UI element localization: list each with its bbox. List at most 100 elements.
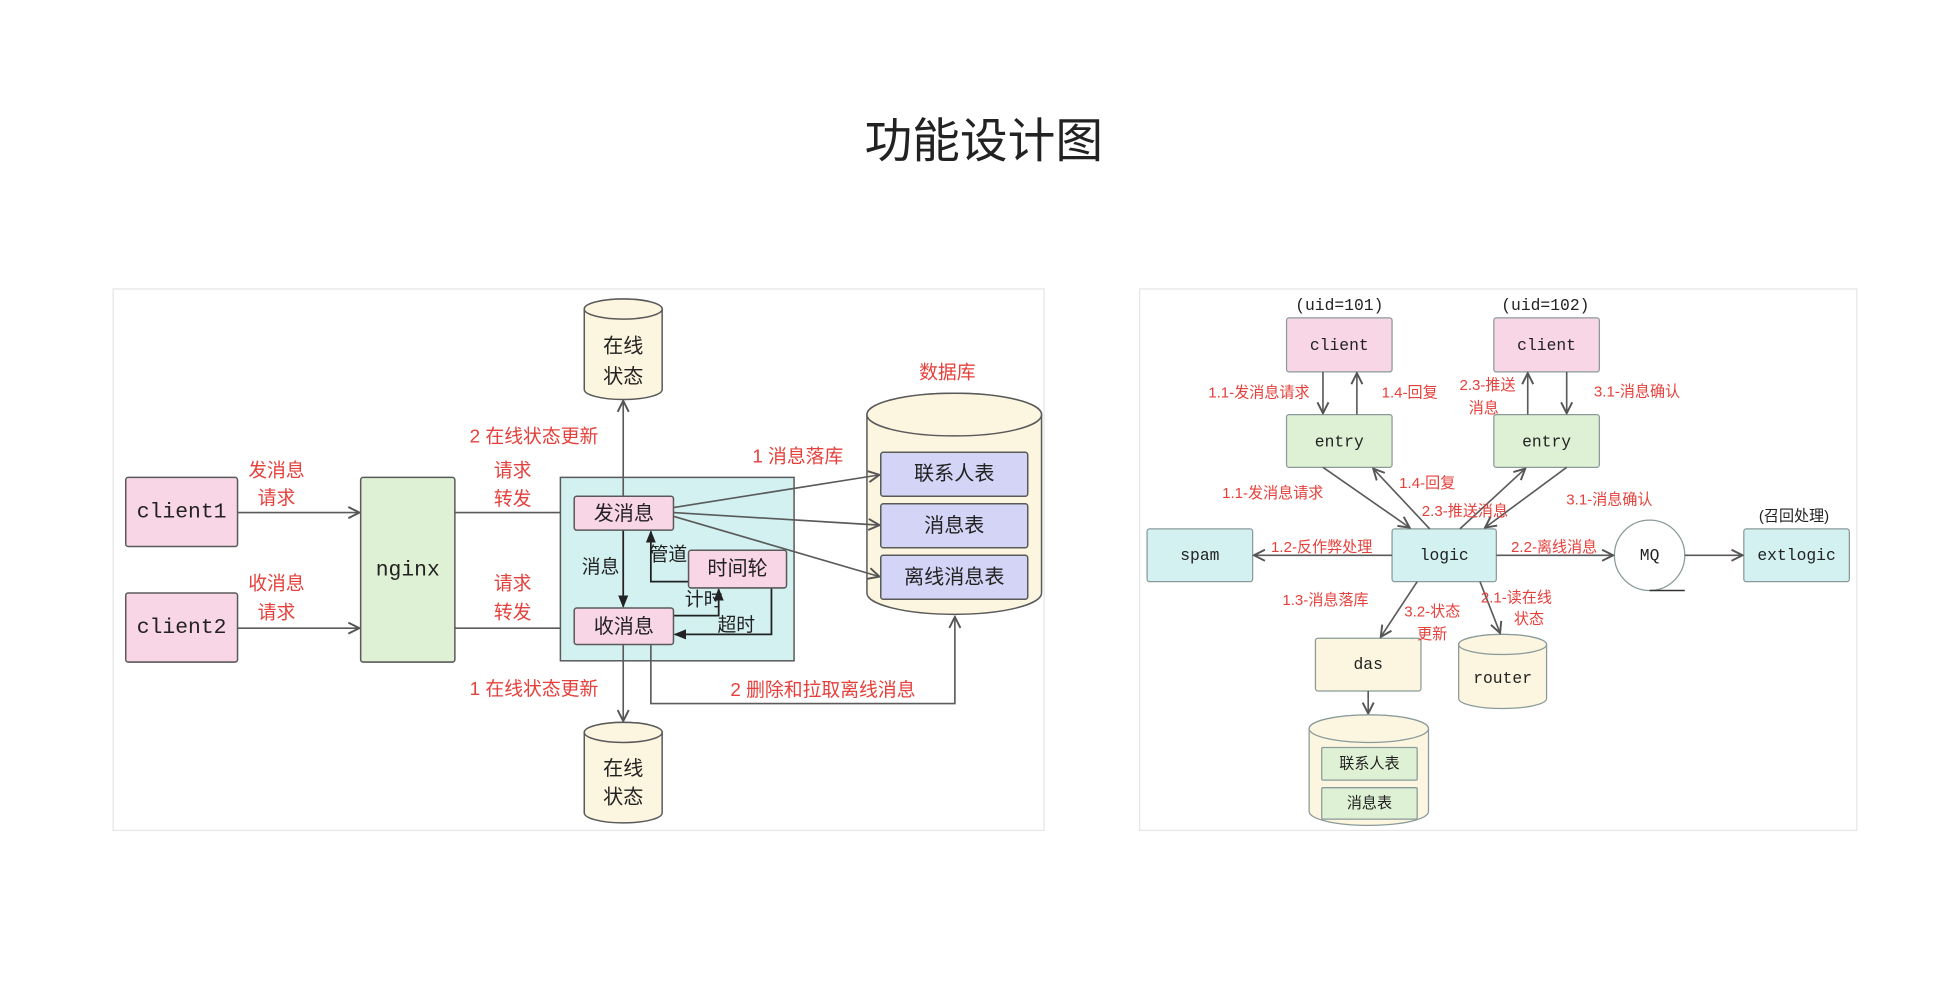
entry-102-box — [1493, 413, 1600, 468]
client-101-label: client — [1310, 336, 1369, 355]
das-label: das — [1353, 655, 1382, 674]
read-online-label-line2: 状态 — [1514, 611, 1544, 628]
uid-102-label: (uid=102) — [1501, 296, 1589, 315]
database-lid — [866, 392, 1043, 437]
entry2-push-label: 2.3-推送消息 — [1422, 503, 1508, 520]
timeout-arrow — [673, 587, 773, 640]
forward-top-label-line2: 转发 — [494, 488, 532, 509]
nginx-node: nginx — [359, 476, 456, 663]
online-update-step1-label: 1 在线状态更新 — [470, 678, 599, 699]
entry-101-label: entry — [1315, 433, 1364, 452]
entry-101-box — [1285, 413, 1393, 468]
send-to-contacts-arrow — [673, 475, 879, 509]
right-messages-table-label: 消息表 — [1347, 795, 1392, 812]
persist-label: 1 消息落库 — [752, 446, 843, 467]
router-lid — [1458, 633, 1548, 656]
status-update-label-line2: 更新 — [1417, 626, 1447, 643]
entry1-request-label: 1.1-发消息请求 — [1222, 485, 1323, 502]
client1-request-label: 1.1-发消息请求 — [1208, 385, 1309, 402]
to-mq-label: 2.2-离线消息 — [1511, 539, 1597, 556]
mq-node: MQ — [1613, 519, 1686, 592]
client-102-box — [1493, 317, 1600, 373]
client1-reply-label: 1.4-回复 — [1382, 384, 1438, 402]
logic-to-entry101-arrow — [1373, 469, 1431, 530]
client2-push-label-line2: 消息 — [1469, 400, 1499, 417]
message-link-label: 消息 — [582, 556, 620, 577]
client-102-node: client — [1493, 317, 1600, 373]
right-contacts-table-box — [1321, 746, 1418, 781]
client2-label: client2 — [137, 616, 227, 640]
receive-request-label-line1: 收消息 — [248, 572, 305, 593]
messages-table-label: 消息表 — [924, 514, 984, 537]
receive-request-label-line2: 请求 — [258, 601, 296, 622]
right-db-lid — [1308, 714, 1430, 744]
spam-node: spam — [1146, 528, 1254, 583]
right-messages-table-box — [1321, 787, 1418, 820]
forward-top-label-line1: 请求 — [494, 459, 532, 480]
online-status-store-bottom: 在线 状态 — [583, 721, 663, 824]
entry1-reply-label: 1.4-回复 — [1399, 474, 1455, 492]
send-message-label: 发消息 — [594, 502, 654, 525]
send-message-node: 发消息 — [573, 495, 675, 531]
logic-node: logic — [1391, 528, 1497, 583]
logic-to-router-arrow — [1479, 581, 1500, 634]
mq-label: MQ — [1640, 546, 1660, 565]
nginx-box — [359, 476, 456, 663]
client2-push-label-line1: 2.3-推送 — [1459, 377, 1515, 394]
client-101-node: client — [1285, 317, 1393, 373]
page-title: 功能设计图 — [864, 115, 1103, 168]
time-wheel-label: 时间轮 — [707, 557, 767, 580]
timing-arrow — [673, 587, 724, 617]
read-online-label-line1: 2.1-读在线 — [1481, 589, 1552, 606]
entry2-ack-label: 3.1-消息确认 — [1566, 492, 1652, 509]
send-request-label-line1: 发消息 — [248, 459, 305, 480]
entry-102-node: entry — [1493, 413, 1600, 468]
entry102-to-logic-arrow — [1485, 466, 1568, 527]
client-101-box — [1285, 317, 1393, 373]
client2-node: client2 — [124, 592, 239, 663]
client-102-label: client — [1517, 336, 1576, 355]
entry101-to-logic-arrow — [1322, 466, 1410, 527]
online-update-step2-label: 2 在线状态更新 — [470, 425, 599, 446]
to-das-label: 1.3-消息落库 — [1282, 592, 1368, 609]
online-status-bottom-line2: 状态 — [603, 786, 643, 809]
online-status-bottom-line1: 在线 — [603, 757, 643, 780]
router-label: router — [1473, 669, 1532, 688]
extlogic-label: extlogic — [1757, 546, 1835, 565]
recall-label: (召回处理) — [1759, 508, 1829, 525]
offline-messages-table-label: 离线消息表 — [904, 565, 1004, 588]
send-to-offline-arrow — [673, 515, 879, 576]
offline-label: 2 删除和拉取离线消息 — [730, 679, 915, 700]
online-status-store-top: 在线 状态 — [583, 298, 663, 401]
online-status-top-line2: 状态 — [603, 365, 643, 388]
spam-label: spam — [1180, 546, 1219, 565]
time-wheel-node: 时间轮 — [687, 549, 788, 589]
client1-node: client1 — [124, 476, 239, 548]
forward-bottom-label-line1: 请求 — [494, 572, 532, 593]
time-wheel-box — [687, 549, 788, 589]
das-node: das — [1314, 637, 1422, 692]
timeout-label: 超时 — [717, 614, 755, 635]
contacts-table-label: 联系人表 — [914, 462, 994, 485]
online-status-bottom-lid — [583, 721, 663, 744]
send-to-messages-arrow — [673, 511, 879, 526]
logic-label: logic — [1420, 546, 1469, 565]
timing-label: 计时 — [685, 589, 723, 610]
receive-to-database-arrow — [650, 617, 955, 705]
extlogic-node: extlogic — [1743, 528, 1850, 583]
pipe-arrow — [645, 530, 689, 583]
client1-label: client1 — [137, 501, 227, 525]
client2-ack-label: 3.1-消息确认 — [1594, 383, 1680, 400]
pipe-label: 管道 — [650, 544, 688, 565]
right-contacts-table-label: 联系人表 — [1339, 755, 1399, 772]
to-spam-label: 1.2-反作弊处理 — [1271, 539, 1372, 556]
uid-101-label: (uid=101) — [1295, 296, 1383, 315]
send-request-label-line2: 请求 — [258, 487, 296, 508]
entry-102-label: entry — [1522, 433, 1571, 452]
left-diagram: client1 client2 发消息 请求 收消息 请求 nginx 请求 转… — [112, 288, 1045, 832]
nginx-label: nginx — [376, 558, 440, 582]
router-store: router — [1458, 633, 1548, 710]
status-update-label-line1: 3.2-状态 — [1404, 603, 1460, 620]
online-status-top-lid — [583, 298, 663, 320]
